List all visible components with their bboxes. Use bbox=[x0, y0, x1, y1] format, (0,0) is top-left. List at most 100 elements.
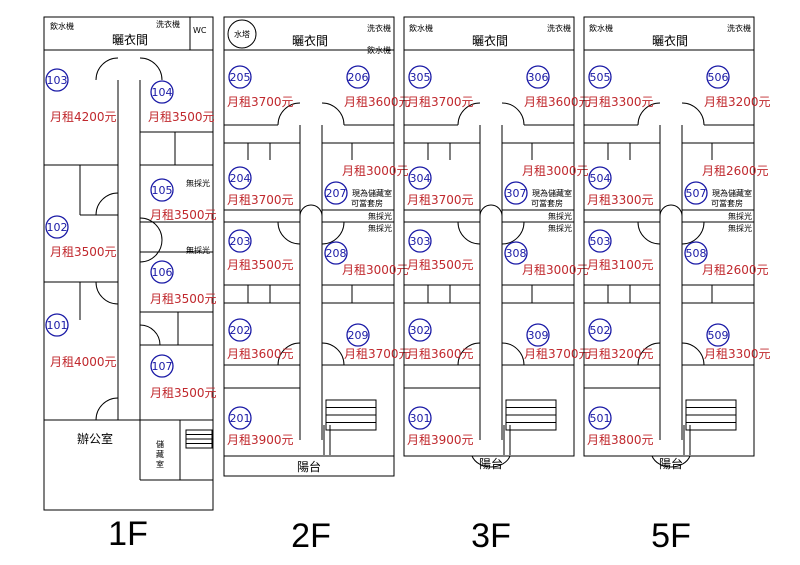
room-number-badge bbox=[588, 318, 612, 342]
room-number-badge bbox=[346, 323, 370, 347]
door-arc bbox=[321, 102, 345, 126]
rent-label: 月租3200元 bbox=[704, 95, 771, 109]
room-number-badge bbox=[408, 406, 432, 430]
room-number: 101 bbox=[47, 319, 68, 332]
room-number-badge bbox=[346, 65, 370, 89]
room-number-badge bbox=[45, 68, 69, 92]
rent-label: 月租3700元 bbox=[227, 193, 294, 207]
room207-note-line1: 現為儲藏室 bbox=[352, 188, 392, 198]
floor-label-3f: 3F bbox=[471, 517, 511, 555]
door-arc bbox=[277, 221, 301, 245]
door-arc bbox=[321, 221, 345, 245]
door-arc bbox=[637, 102, 661, 126]
room-number: 307 bbox=[506, 187, 527, 200]
room-number: 301 bbox=[410, 412, 431, 425]
room-number-badge bbox=[408, 65, 432, 89]
balcony-label: 陽台 bbox=[659, 456, 683, 471]
room-number: 201 bbox=[230, 412, 251, 425]
room-number: 208 bbox=[326, 247, 347, 260]
room-number: 102 bbox=[47, 221, 68, 234]
floor-3f: 曬衣間洗衣機飲水機陽台305月租3700元306月租3600元304月租3700… bbox=[403, 16, 591, 555]
rent-label: 月租3800元 bbox=[587, 433, 654, 447]
rent-label: 月租3000元 bbox=[522, 164, 589, 178]
room207-note-line2: 可當套房 bbox=[531, 198, 563, 208]
door-arc bbox=[139, 324, 161, 346]
room-number-badge bbox=[150, 80, 174, 104]
room-number-badge bbox=[150, 178, 174, 202]
water-tower-label: 水塔 bbox=[234, 29, 250, 39]
drying-room-label: 曬衣間 bbox=[472, 33, 508, 48]
room-number-badge bbox=[324, 241, 348, 265]
room-number-badge bbox=[526, 65, 550, 89]
room207-note-line1: 現為儲藏室 bbox=[712, 188, 752, 198]
door-arc bbox=[659, 204, 683, 217]
water-dispenser-label: 飲水機 bbox=[367, 45, 391, 55]
door-arc bbox=[637, 342, 661, 366]
room-number: 304 bbox=[410, 172, 431, 185]
room207-note-line2: 可當套房 bbox=[351, 198, 383, 208]
door-arc bbox=[457, 342, 481, 366]
no-light-note: 無採光 bbox=[548, 223, 572, 233]
rent-label: 月租3600元 bbox=[524, 95, 591, 109]
room-number: 202 bbox=[230, 324, 251, 337]
room-number-badge bbox=[504, 181, 528, 205]
floor-5f: 曬衣間洗衣機飲水機陽台505月租3300元506月租3200元504月租3300… bbox=[583, 16, 771, 555]
balcony-outline bbox=[651, 455, 691, 468]
room-number-badge bbox=[324, 181, 348, 205]
door-arc bbox=[277, 342, 301, 366]
rent-label: 月租3000元 bbox=[342, 164, 409, 178]
drying-room-label: 曬衣間 bbox=[112, 32, 148, 47]
door-arc bbox=[457, 221, 481, 245]
room-number-badge bbox=[228, 406, 252, 430]
room-number: 504 bbox=[590, 172, 611, 185]
room-number: 206 bbox=[348, 71, 369, 84]
door-arc bbox=[501, 102, 525, 126]
rent-label: 月租4200元 bbox=[50, 110, 117, 124]
rent-label: 月租3200元 bbox=[587, 347, 654, 361]
floor-label-5f: 5F bbox=[651, 517, 691, 555]
room-number-badge bbox=[706, 65, 730, 89]
rent-label: 月租3500元 bbox=[148, 110, 215, 124]
room-number-badge bbox=[408, 229, 432, 253]
door-arc bbox=[479, 204, 503, 217]
room-number: 308 bbox=[506, 247, 527, 260]
room-number: 306 bbox=[528, 71, 549, 84]
rent-label: 月租3700元 bbox=[227, 95, 294, 109]
water-dispenser-label: 飲水機 bbox=[50, 21, 74, 31]
room-number-badge bbox=[504, 241, 528, 265]
room-number-badge bbox=[684, 241, 708, 265]
no-light-note: 無採光 bbox=[548, 211, 572, 221]
room-number: 205 bbox=[230, 71, 251, 84]
room-number: 502 bbox=[590, 324, 611, 337]
door-arc bbox=[321, 342, 345, 366]
room-number: 204 bbox=[230, 172, 251, 185]
rent-label: 月租3000元 bbox=[342, 263, 409, 277]
rent-label: 月租3600元 bbox=[344, 95, 411, 109]
door-arc bbox=[681, 102, 705, 126]
rent-label: 月租3700元 bbox=[407, 95, 474, 109]
room-number: 207 bbox=[326, 187, 347, 200]
balcony-label: 陽台 bbox=[297, 459, 321, 474]
room-number: 309 bbox=[528, 329, 549, 342]
door-arc bbox=[681, 221, 705, 245]
door-arc bbox=[95, 281, 119, 305]
room-number: 209 bbox=[348, 329, 369, 342]
room-number-badge bbox=[45, 313, 69, 337]
door-arc bbox=[95, 57, 119, 81]
door-arc bbox=[277, 102, 301, 126]
rent-label: 月租3000元 bbox=[522, 263, 589, 277]
rent-label: 月租3300元 bbox=[587, 95, 654, 109]
no-light-note: 無採光 bbox=[186, 178, 210, 188]
wc-label: WC bbox=[193, 26, 207, 35]
rent-label: 月租3700元 bbox=[524, 347, 591, 361]
rent-label: 月租3700元 bbox=[407, 193, 474, 207]
rent-label: 月租3900元 bbox=[227, 433, 294, 447]
room-number: 501 bbox=[590, 412, 611, 425]
washer-label: 洗衣機 bbox=[367, 23, 391, 33]
washer-label: 洗衣機 bbox=[547, 23, 571, 33]
rent-label: 月租3500元 bbox=[150, 208, 217, 222]
door-arc bbox=[501, 221, 525, 245]
rent-label: 月租3300元 bbox=[587, 193, 654, 207]
